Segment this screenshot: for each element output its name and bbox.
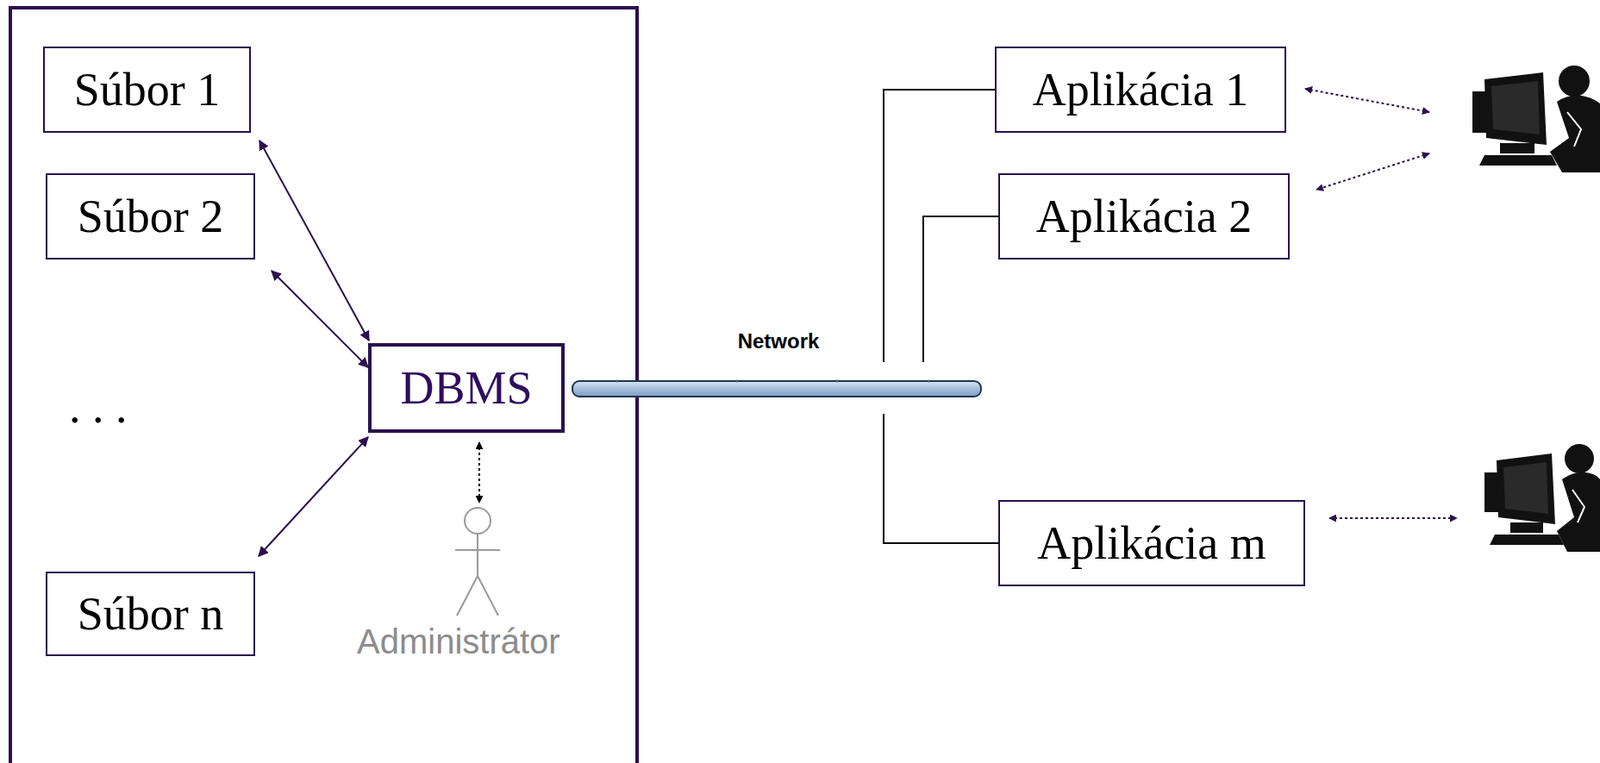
application-box: Aplikácia 1 <box>994 46 1287 133</box>
file-box: Súbor 1 <box>43 46 251 133</box>
network-label: Network <box>737 329 820 354</box>
user-arrow <box>1316 153 1430 190</box>
application-box: Aplikácia m <box>998 500 1306 587</box>
actor-label: Administrátor <box>356 622 561 661</box>
box-label: Aplikácia 2 <box>1036 189 1252 244</box>
access-arrow <box>259 140 369 341</box>
network-link <box>923 216 999 363</box>
network-bus: Network <box>571 327 982 399</box>
user-arrow <box>1329 517 1457 519</box>
admin-arrow <box>478 442 481 503</box>
box-label: Aplikácia 1 <box>1032 62 1249 117</box>
user-computer-icon <box>1484 443 1600 552</box>
access-arrow <box>258 437 369 557</box>
access-arrow <box>271 270 369 368</box>
ellipsis-label: . . . <box>68 383 128 431</box>
network-pipe <box>571 379 982 399</box>
box-label: Súbor n <box>77 587 225 641</box>
application-box: Aplikácia 2 <box>998 173 1290 260</box>
dbms-box: DBMS <box>368 343 565 433</box>
network-link <box>883 89 995 363</box>
box-label: DBMS <box>400 361 532 415</box>
box-label: Súbor 2 <box>77 189 225 244</box>
file-box: Súbor 2 <box>45 173 256 260</box>
network-link <box>883 413 999 544</box>
file-box: Súbor n <box>45 571 256 657</box>
user-arrow <box>1305 88 1430 113</box>
system-boundary <box>10 7 638 763</box>
box-label: Aplikácia m <box>1037 516 1266 570</box>
administrator-figure <box>455 507 500 616</box>
box-label: Súbor 1 <box>74 62 221 117</box>
user-computer-icon <box>1472 65 1600 173</box>
